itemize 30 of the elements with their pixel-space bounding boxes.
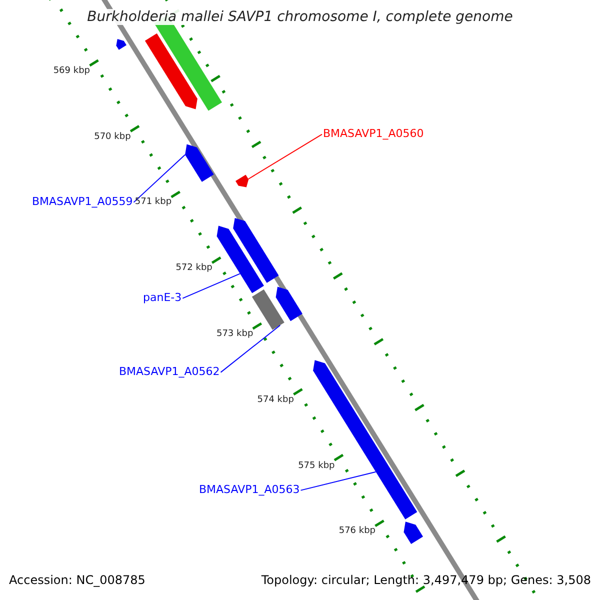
tick-label: 575 kbp: [298, 460, 335, 471]
gene-label: BMASAVP1_A0560: [323, 128, 424, 141]
gene-box: [252, 289, 284, 330]
gene-block: [236, 174, 249, 188]
tick-label: 574 kbp: [257, 394, 294, 406]
gene-block: [404, 522, 424, 544]
leader-line: [300, 471, 376, 491]
gene-block: [216, 226, 264, 294]
gene-block: [233, 218, 279, 283]
gene-block: [276, 286, 302, 322]
tick-label: 571 kbp: [134, 197, 172, 208]
tick-label: 572 kbp: [176, 263, 212, 274]
leader-line: [133, 154, 186, 203]
gene-label: panE-3: [143, 292, 182, 305]
gene-block: [116, 38, 126, 50]
gene-label: BMASAVP1_A0562: [119, 366, 220, 379]
leader-line: [248, 134, 322, 180]
gene-label: BMASAVP1_A0559: [32, 196, 133, 209]
gene-label: BMASAVP1_A0563: [199, 484, 300, 497]
genome-info-text: Topology: circular; Length: 3,497,479 bp; Genes: 3,508: [261, 574, 591, 588]
accession-text: Accession: NC_008785: [9, 574, 146, 588]
leader-line: [220, 324, 281, 373]
tick-label: 569 kbp: [53, 66, 90, 76]
leader-line: [182, 273, 240, 299]
tick-label: 570 kbp: [94, 132, 131, 142]
tick-label: 576 kbp: [338, 526, 376, 537]
tick-label: 573 kbp: [216, 329, 254, 340]
gene-block: [185, 144, 214, 182]
gene-block: [313, 360, 418, 520]
gene-block: [144, 33, 198, 110]
